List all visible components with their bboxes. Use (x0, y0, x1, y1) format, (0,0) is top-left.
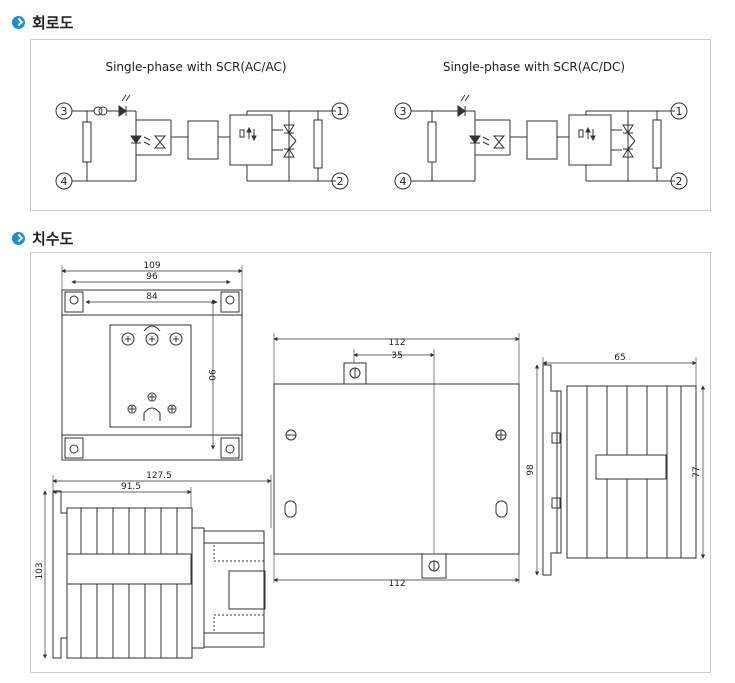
terminal-4-label: 4 (400, 175, 407, 188)
terminal-4-label: 4 (61, 175, 68, 188)
terminal-2-label: 2 (337, 175, 344, 188)
right-view (534, 357, 706, 576)
dim-front-width-bottom: 112 (388, 579, 405, 589)
circuit-left-title: Single-phase with SCR(AC/AC) (105, 60, 286, 74)
dimension-drawing-panel: 109 96 84 90 127.5 91.5 103 112 35 112 6… (30, 252, 711, 673)
section-header-dimensions: 치수도 (12, 228, 73, 248)
dimension-drawing: 109 96 84 90 127.5 91.5 103 112 35 112 6… (35, 261, 706, 659)
dim-right-height-outer: 98 (526, 464, 536, 476)
dim-side-height: 103 (35, 562, 45, 579)
chevron-right-icon (12, 231, 25, 245)
dim-top-width-inner: 84 (146, 292, 158, 302)
circuit-right (394, 94, 688, 190)
circuit-left (55, 94, 349, 190)
terminal-3-label: 3 (400, 105, 407, 118)
section-header-circuit: 회로도 (12, 12, 73, 32)
dim-top-height: 90 (206, 369, 216, 381)
dim-front-width-top: 112 (388, 338, 405, 348)
terminal-3-label: 3 (61, 105, 68, 118)
top-view (61, 265, 243, 461)
dim-top-width-overall: 109 (143, 261, 160, 271)
terminal-1-label: 1 (337, 105, 344, 118)
terminal-1-label: 1 (676, 105, 683, 118)
dim-side-inner: 91.5 (121, 482, 141, 492)
circuit-diagram-panel: Single-phase with SCR(AC/AC) Single-phas… (30, 39, 711, 211)
dim-right-height-inner: 77 (692, 466, 702, 477)
side-view (42, 475, 272, 659)
chevron-right-icon (12, 15, 25, 29)
section-title-dimensions: 치수도 (32, 229, 74, 248)
dim-top-width-mid: 96 (146, 272, 158, 282)
circuit-diagram: Single-phase with SCR(AC/AC) Single-phas… (55, 60, 688, 190)
dim-right-width: 65 (614, 353, 625, 363)
front-view (273, 333, 520, 583)
terminal-2-label: 2 (676, 175, 683, 188)
dim-side-width: 127.5 (146, 471, 172, 481)
section-title-circuit: 회로도 (32, 13, 74, 32)
dim-front-hole-offset: 35 (391, 351, 402, 361)
circuit-right-title: Single-phase with SCR(AC/DC) (443, 60, 625, 74)
